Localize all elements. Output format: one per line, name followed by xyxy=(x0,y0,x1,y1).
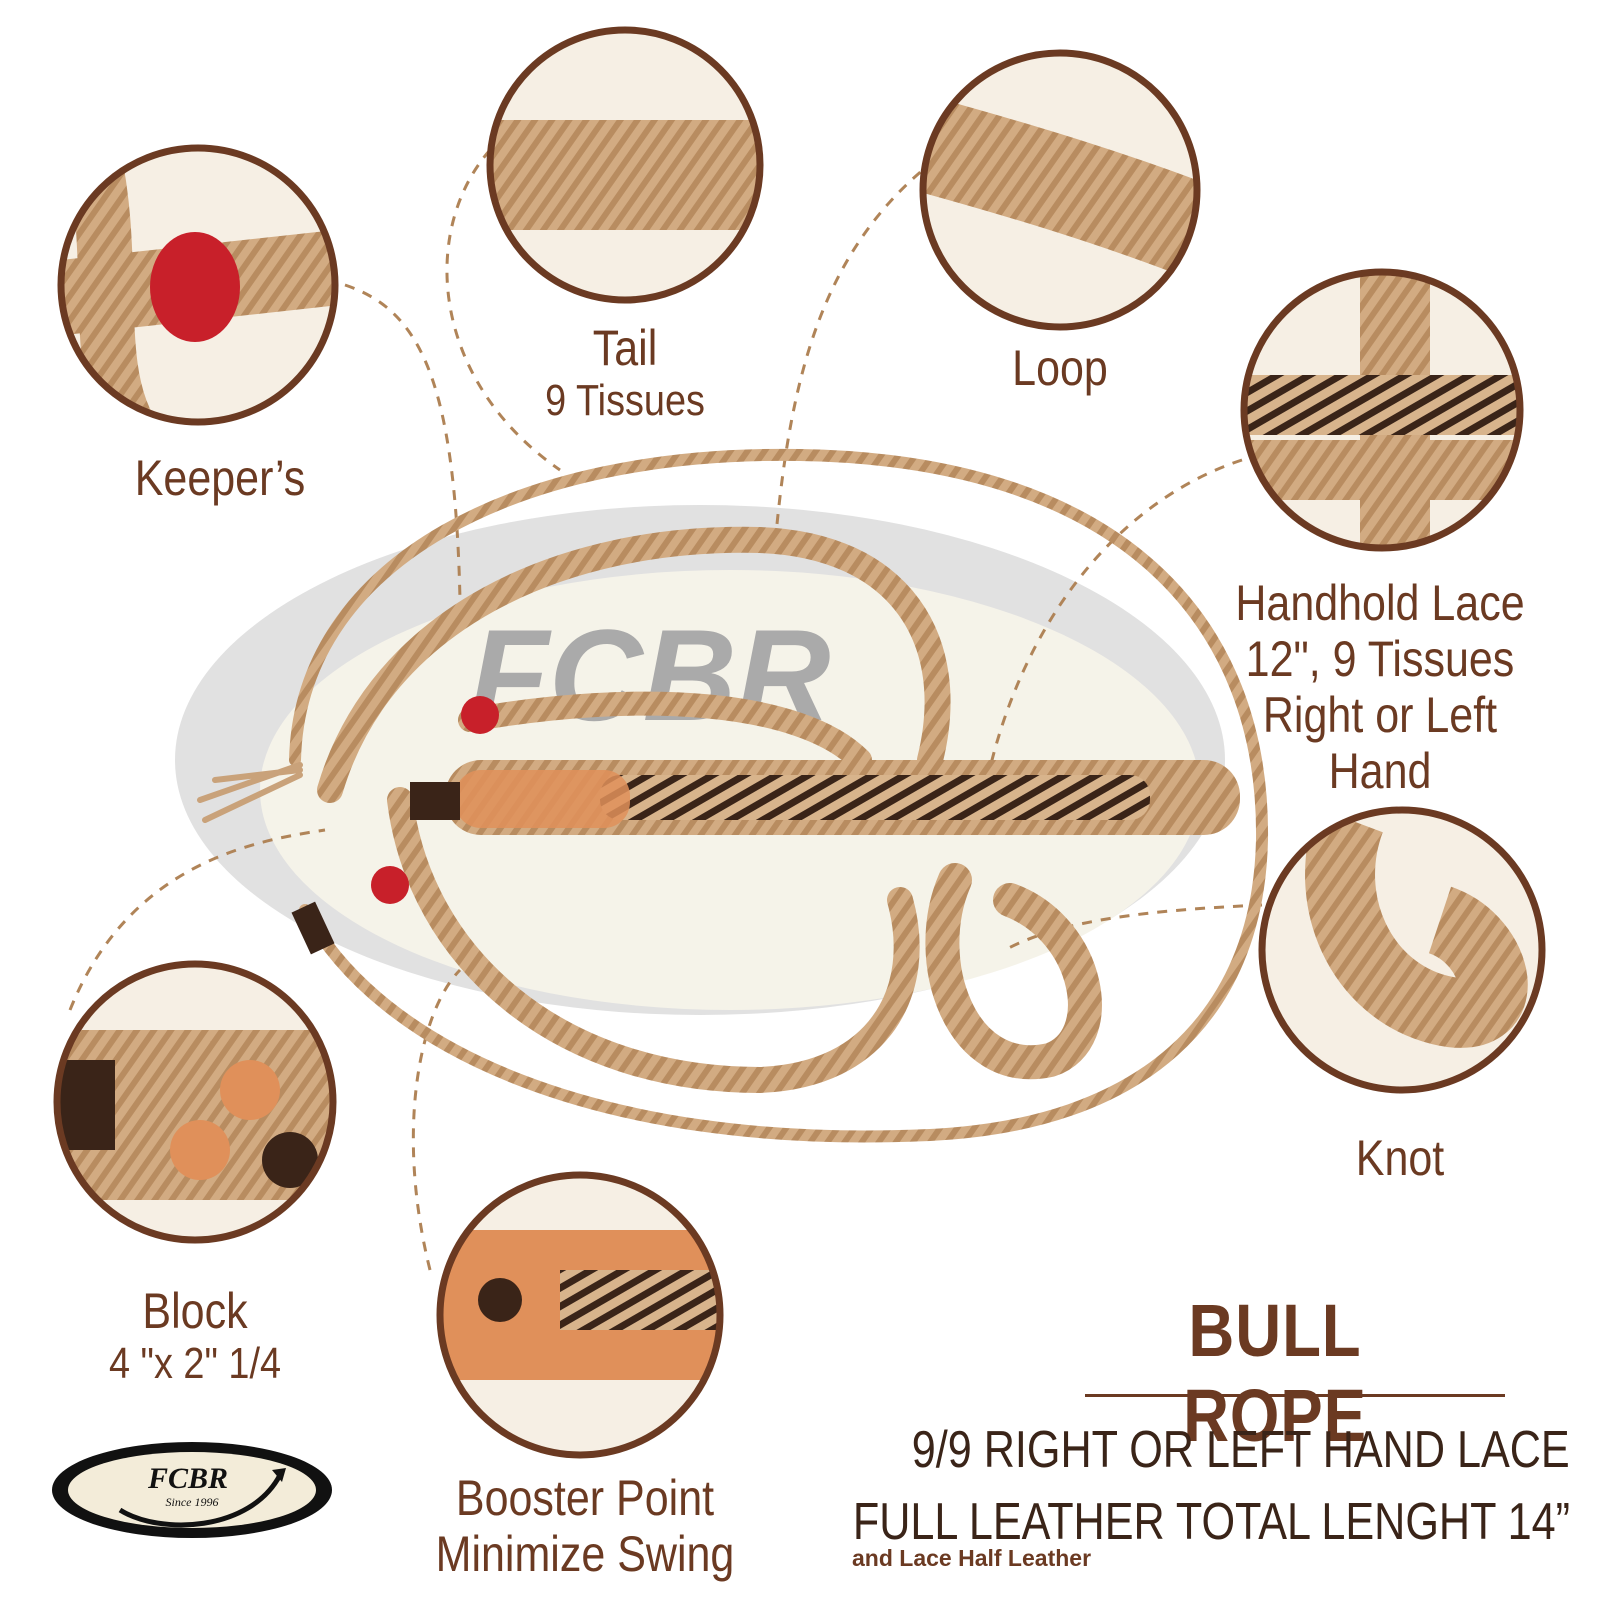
tail-subtitle: 9 Tissues xyxy=(545,376,705,425)
callout-block-photo xyxy=(53,960,337,1244)
handhold-title: Handhold Lace xyxy=(1235,575,1525,631)
handhold-line3: Right or Left xyxy=(1262,687,1498,743)
label-knot: Knot xyxy=(1310,1130,1490,1186)
label-keepers: Keeper’s xyxy=(95,450,345,506)
title-divider xyxy=(1085,1394,1505,1397)
keepers-title: Keeper’s xyxy=(134,450,306,506)
booster-subtitle: Minimize Swing xyxy=(435,1526,735,1582)
tail-title: Tail xyxy=(592,320,658,376)
product-title: BULL ROPE xyxy=(1183,1289,1367,1457)
callout-loop-photo xyxy=(919,49,1201,331)
callout-keepers-photo xyxy=(57,144,339,426)
loop-title: Loop xyxy=(1012,340,1108,396)
label-block: Block 4 "x 2" 1/4 xyxy=(60,1283,330,1388)
label-handhold: Handhold Lace 12", 9 Tissues Right or Le… xyxy=(1200,575,1560,799)
callout-knot-photo xyxy=(1258,806,1546,1094)
label-tail: Tail 9 Tissues xyxy=(500,320,750,425)
callout-booster-photo xyxy=(436,1171,724,1459)
callout-tail-photo xyxy=(486,26,764,304)
label-loop: Loop xyxy=(960,340,1160,396)
callout-handhold-photo xyxy=(1240,268,1524,552)
block-subtitle: 4 "x 2" 1/4 xyxy=(108,1339,282,1388)
booster-title: Booster Point xyxy=(455,1470,715,1526)
handhold-line2: 12", 9 Tissues xyxy=(1245,631,1515,687)
spec-line-2: FULL LEATHER TOTAL LENGHT 14” xyxy=(852,1493,1570,1551)
knot-title: Knot xyxy=(1355,1130,1445,1186)
logo-since: Since 1996 xyxy=(166,1495,219,1509)
logo-text: FCBR xyxy=(147,1462,228,1495)
brand-logo: FCBR Since 1996 xyxy=(52,1442,332,1538)
spec-line-1: 9/9 RIGHT OR LEFT HAND LACE xyxy=(912,1421,1570,1479)
bull-rope-illustration xyxy=(197,448,1269,1143)
label-booster: Booster Point Minimize Swing xyxy=(395,1470,775,1582)
handhold-line4: Hand xyxy=(1328,743,1432,799)
block-title: Block xyxy=(142,1283,248,1339)
spec-note: and Lace Half Leather xyxy=(852,1545,1092,1571)
connector-lines xyxy=(68,149,1263,1271)
